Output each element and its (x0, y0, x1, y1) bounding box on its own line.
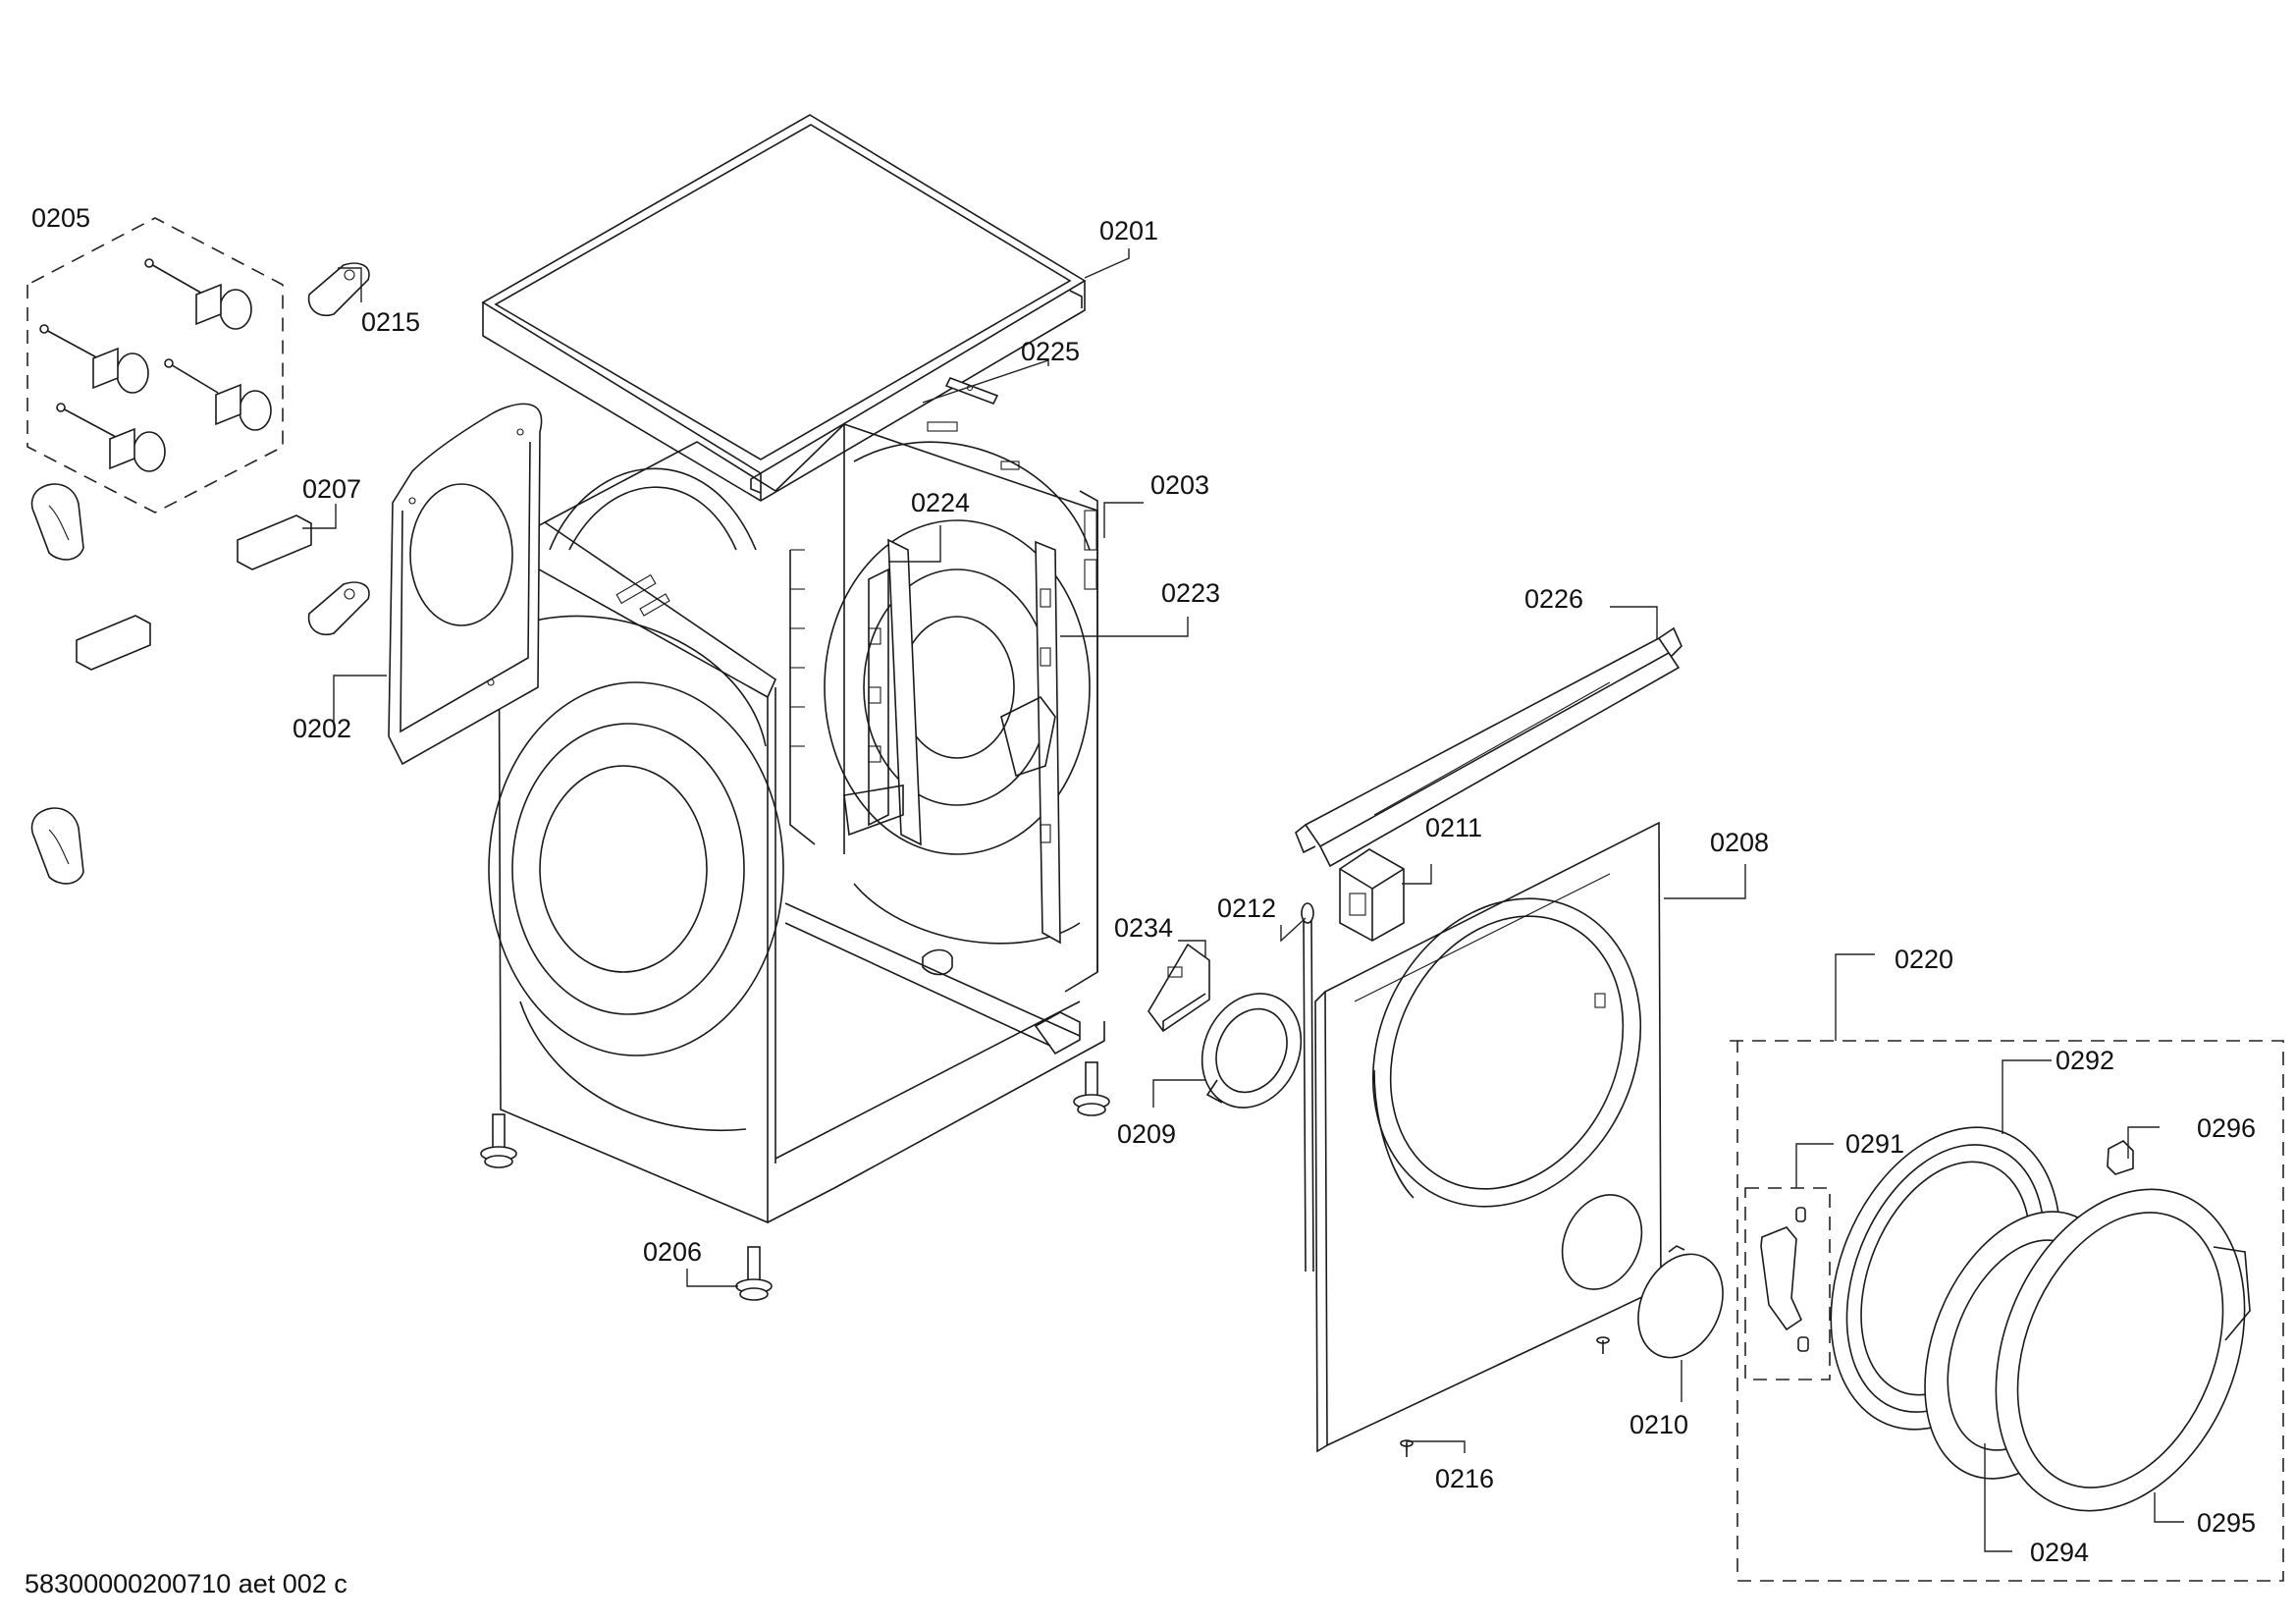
door-assembly-box (1730, 1040, 2284, 1582)
counterweight-bracket (843, 538, 922, 846)
callout-0292[interactable]: 0292 (2056, 1046, 2114, 1075)
callout-0211[interactable]: 0211 (1425, 813, 1482, 842)
callout-0201[interactable]: 0201 (1099, 216, 1158, 245)
callout-0295[interactable]: 0295 (2197, 1508, 2256, 1538)
callout-0291[interactable]: 0291 (1845, 1129, 1904, 1159)
callout-0206[interactable]: 0206 (643, 1237, 702, 1267)
hinge-seat (1148, 943, 1210, 1033)
front-panel (1314, 821, 1662, 1453)
callout-0207[interactable]: 0207 (302, 474, 361, 504)
side-insulation-panel (388, 403, 543, 766)
callout-0205[interactable]: 0205 (31, 203, 90, 233)
callout-0225[interactable]: 0225 (1021, 337, 1080, 366)
cabinet-left-side-panel (488, 521, 784, 1224)
top-bracket-strip (944, 376, 999, 406)
adjustable-foot (480, 1061, 1110, 1301)
drum-bearing-ring (1201, 993, 1303, 1109)
door-outer-ring (1995, 1188, 2251, 1512)
callout-0212[interactable]: 0212 (1217, 893, 1276, 923)
callout-0215[interactable]: 0215 (361, 307, 420, 337)
callout-0208[interactable]: 0208 (1710, 828, 1769, 857)
door-handle (2107, 1140, 2134, 1175)
callout-0209[interactable]: 0209 (1117, 1119, 1176, 1149)
screw (1400, 1336, 1610, 1457)
callout-0203[interactable]: 0203 (1150, 470, 1209, 500)
callout-0234[interactable]: 0234 (1114, 913, 1173, 943)
callout-0223[interactable]: 0223 (1161, 578, 1220, 608)
rubber-plug (30, 483, 84, 885)
callout-labels: 0201 0202 0203 0205 0206 0207 0208 0209 … (31, 203, 2256, 1567)
cabinet-rear-frame (544, 421, 1105, 1223)
callout-0202[interactable]: 0202 (293, 714, 351, 743)
callout-0226[interactable]: 0226 (1524, 584, 1583, 614)
top-cover-part (481, 114, 1087, 502)
diagram-reference-code: 58300000200710 aet 002 c (25, 1569, 347, 1598)
callout-0224[interactable]: 0224 (911, 488, 970, 517)
callout-0216[interactable]: 0216 (1435, 1464, 1494, 1493)
callout-0294[interactable]: 0294 (2030, 1538, 2089, 1567)
control-module-box (1339, 848, 1405, 942)
cable-tie (1301, 902, 1314, 1272)
front-cross-rail (1295, 626, 1682, 868)
transport-hole-cap (307, 262, 370, 635)
callout-0296[interactable]: 0296 (2197, 1113, 2256, 1143)
door-lock-kit (1744, 1187, 1831, 1380)
callout-0210[interactable]: 0210 (1629, 1410, 1688, 1439)
service-flap-cover (1637, 1245, 1724, 1359)
rail-bracket (1000, 540, 1061, 945)
transport-bolt-kit (27, 217, 284, 514)
bracket-clip (76, 514, 312, 671)
callout-0220[interactable]: 0220 (1895, 945, 1953, 974)
leader-lines (302, 248, 2184, 1552)
